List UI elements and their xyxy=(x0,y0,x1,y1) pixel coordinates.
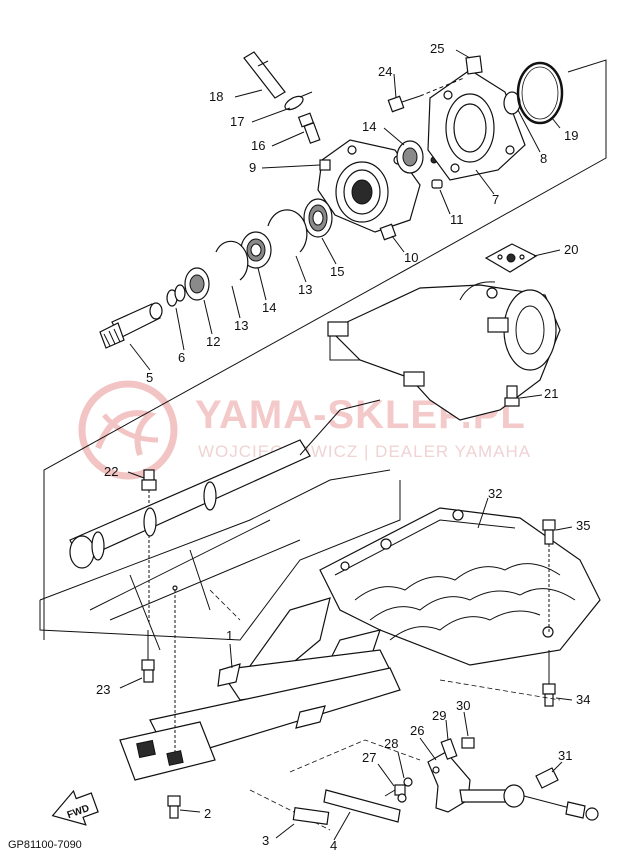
ride-plate-assembly xyxy=(119,585,401,781)
callout-labels: 18 17 16 9 14 24 25 19 8 7 11 10 15 13 1… xyxy=(96,41,590,853)
callout-10: 10 xyxy=(404,250,418,265)
callout-32: 31 xyxy=(558,748,572,763)
callout-27: 26 xyxy=(410,723,424,738)
callout-21: 20 xyxy=(564,242,578,257)
sensor-assembly xyxy=(459,784,599,821)
callout-12: 12 xyxy=(206,334,220,349)
callout-1: 1 xyxy=(226,628,233,643)
watermark-dealer: WOJCIECHOWICZ | DEALER YAMAHA xyxy=(198,442,531,461)
callout-2: 2 xyxy=(204,806,211,821)
callout-3: 3 xyxy=(262,833,269,848)
callout-5: 5 xyxy=(146,370,153,385)
callout-22: 21 xyxy=(544,386,558,401)
callout-30: 29 xyxy=(432,708,446,723)
callout-33: 32 xyxy=(488,486,502,501)
circlip-13-lower xyxy=(215,240,249,281)
callout-9: 9 xyxy=(249,160,256,175)
hull-housing xyxy=(327,281,561,421)
sensor-bracket-27 xyxy=(427,751,471,813)
cap-32 xyxy=(535,767,559,789)
shaft-tunnel xyxy=(39,399,401,651)
callout-20: 19 xyxy=(564,128,578,143)
diagram-code: GP81100-7090 xyxy=(8,839,82,851)
bolt-17 xyxy=(297,112,321,144)
callout-6: 6 xyxy=(178,350,185,365)
callout-16: 15 xyxy=(330,264,344,279)
callout-31: 30 xyxy=(456,698,470,713)
seal-16 xyxy=(303,198,333,238)
leader-lines xyxy=(119,49,573,841)
callout-25: 24 xyxy=(378,64,392,79)
plate-26 xyxy=(465,55,483,75)
callout-23: 22 xyxy=(104,464,118,479)
watermark-logo-icon xyxy=(78,380,178,480)
callout-13-upper: 13 xyxy=(298,282,312,297)
o-ring-6b xyxy=(174,284,186,302)
callout-15: 14 xyxy=(362,119,376,134)
callout-13-lower: 13 xyxy=(234,318,248,333)
callout-26: 25 xyxy=(430,41,444,56)
callout-14: 14 xyxy=(262,300,276,315)
bolt-24 xyxy=(141,630,155,683)
bolt-35 xyxy=(542,519,556,632)
plate-21 xyxy=(484,243,538,273)
nut-31 xyxy=(461,737,475,749)
callout-35: 35 xyxy=(576,518,590,533)
strip-4 xyxy=(323,789,401,823)
intake-grate-33 xyxy=(319,507,601,666)
pin-11 xyxy=(431,179,443,189)
bolt-2 xyxy=(167,795,181,819)
callout-28: 27 xyxy=(362,750,376,765)
callout-34: 34 xyxy=(576,692,590,707)
bolt-25 xyxy=(387,77,465,113)
callout-17: 16 xyxy=(251,138,265,153)
callout-7: 7 xyxy=(492,192,499,207)
bolt-22 xyxy=(504,385,520,407)
callout-29: 28 xyxy=(384,736,398,751)
o-ring-20 xyxy=(516,61,564,125)
callout-8: 8 xyxy=(540,151,547,166)
callout-4: 4 xyxy=(330,838,337,853)
fwd-arrow-icon: FWD xyxy=(51,789,99,826)
bearing-12 xyxy=(184,267,210,301)
bolt-34 xyxy=(542,650,556,707)
callout-24: 23 xyxy=(96,682,110,697)
bearing-14 xyxy=(240,231,272,269)
pin-19 xyxy=(243,51,286,99)
callout-18: 17 xyxy=(230,114,244,129)
clip-18 xyxy=(284,91,313,111)
bolt-9 xyxy=(319,159,331,171)
cover-7 xyxy=(427,69,526,181)
callout-11: 11 xyxy=(450,212,464,227)
circlip-13-upper xyxy=(267,209,308,253)
drive-assembly-upper xyxy=(99,51,564,349)
pad-3 xyxy=(292,807,330,825)
bolt-10 xyxy=(379,223,397,241)
drive-shaft-5 xyxy=(99,302,163,349)
bearing-15 xyxy=(396,140,438,174)
washer-29 xyxy=(397,777,413,803)
callout-19: 18 xyxy=(209,89,223,104)
plate-30 xyxy=(440,738,458,760)
boundary-lines xyxy=(43,59,607,640)
